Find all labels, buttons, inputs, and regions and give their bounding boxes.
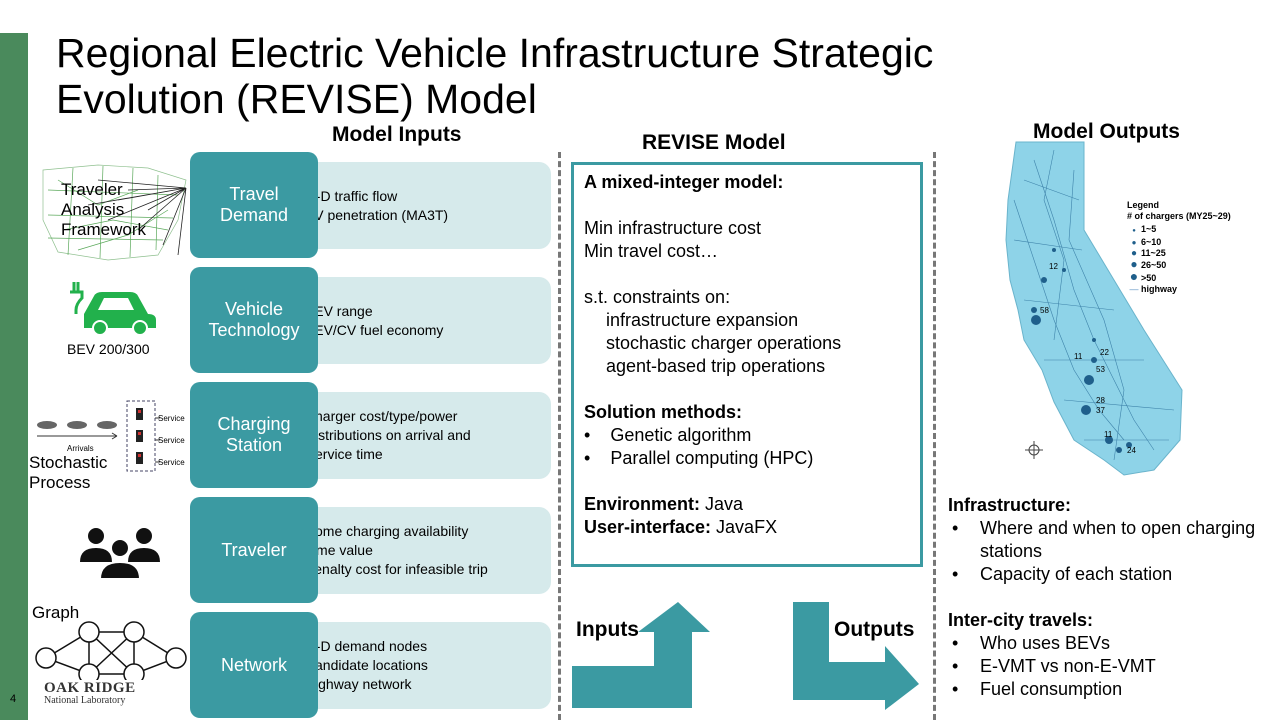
- bev-label: BEV 200/300: [67, 341, 150, 357]
- model-box: A mixed-integer model: Min infrastructur…: [571, 162, 923, 567]
- detail-item: •Charger cost/type/power: [300, 408, 458, 424]
- detail-item: •Time value: [300, 542, 373, 558]
- slide-title: Regional Electric Vehicle Infrastructure…: [56, 30, 1256, 122]
- map-legend: Legend # of chargers (MY25~29) ●1~5 ●6~1…: [1127, 200, 1231, 295]
- map-label: 28: [1096, 396, 1105, 405]
- constraint-3: agent-based trip operations: [606, 356, 826, 376]
- detail-item-cont: service time: [308, 446, 383, 462]
- solution-header: Solution methods:: [584, 402, 742, 422]
- objective-2: Min travel cost…: [584, 241, 719, 261]
- outputs-arrow-label: Outputs: [834, 618, 915, 641]
- inputs-header: Model Inputs: [332, 123, 462, 146]
- output-item: Capacity of each station: [948, 563, 1268, 586]
- title-line-1: Regional Electric Vehicle Infrastructure…: [56, 30, 934, 76]
- input-box-charging-station: Charging Station: [190, 382, 318, 488]
- detail-item: •Distributions on arrival and: [300, 427, 471, 443]
- map-label: 58: [1040, 306, 1049, 315]
- constraints-header: s.t. constraints on:: [584, 287, 731, 307]
- stochastic-label: Stochastic Process: [29, 453, 108, 492]
- detail-item: •Highway network: [300, 676, 412, 692]
- divider-right: [933, 152, 936, 720]
- divider-left: [558, 152, 561, 720]
- legend-title: Legend: [1127, 200, 1160, 210]
- detail-charging-station: •Charger cost/type/power •Distributions …: [300, 392, 551, 479]
- graph-network-icon: [35, 621, 187, 680]
- legend-entry: ●>50: [1129, 268, 1157, 284]
- service-label-1: Service: [158, 414, 185, 423]
- detail-item: •Candidate locations: [300, 657, 428, 673]
- detail-vehicle-technology: •BEV range •BEV/CV fuel economy: [300, 277, 551, 364]
- page-number: 4: [10, 693, 17, 705]
- title-line-2: Evolution (REVISE) Model: [56, 76, 537, 122]
- electric-car-icon: [70, 282, 156, 336]
- slide-sidebar: [0, 33, 28, 720]
- service-label-2: Service: [158, 436, 185, 445]
- legend-entry: ●1~5: [1132, 224, 1157, 234]
- legend-entry: ●26~50: [1130, 257, 1167, 271]
- legend-entry: ●11~25: [1130, 248, 1166, 259]
- intercity-outputs: Inter-city travels: Who uses BEVs E-VMT …: [948, 609, 1268, 701]
- inputs-arrow: [572, 602, 710, 708]
- solution-item: • Genetic algorithm: [584, 425, 752, 445]
- detail-item: •Penalty cost for infeasible trip: [300, 561, 488, 577]
- intercity-header: Inter-city travels:: [948, 610, 1094, 630]
- detail-item: •O-D traffic flow: [300, 187, 398, 204]
- detail-item: •EV penetration (MA3T): [300, 206, 449, 223]
- output-item: Who uses BEVs: [948, 632, 1268, 655]
- input-box-network: Network: [190, 612, 318, 718]
- map-label: 53: [1096, 365, 1105, 374]
- detail-traveler: •Home charging availability •Time value …: [300, 507, 551, 594]
- graph-label: Graph: [32, 603, 80, 622]
- detail-network: •O-D demand nodes •Candidate locations •…: [300, 622, 551, 709]
- output-item: E-VMT vs non-E-VMT: [948, 655, 1268, 678]
- traveler-analysis-label: Traveler Analysis Framework: [61, 180, 147, 239]
- model-header: REVISE Model: [642, 131, 786, 154]
- people-icon: [80, 528, 160, 580]
- arrivals-label: Arrivals: [67, 444, 94, 453]
- queue-diagram-icon: [37, 400, 160, 472]
- infrastructure-header: Infrastructure:: [948, 495, 1072, 515]
- detail-item: •BEV/CV fuel economy: [300, 321, 444, 338]
- inputs-arrow-label: Inputs: [576, 618, 639, 641]
- outputs-header: Model Outputs: [1033, 120, 1180, 143]
- detail-item: •BEV range: [300, 302, 373, 319]
- constraint-1: infrastructure expansion: [606, 310, 799, 330]
- map-label: 12: [1049, 262, 1058, 271]
- ornl-logo: OAK RIDGE National Laboratory: [44, 680, 136, 706]
- service-label-3: Service: [158, 458, 185, 467]
- legend-subtitle: # of chargers (MY25~29): [1127, 211, 1231, 221]
- map-label: 11: [1104, 430, 1113, 439]
- infrastructure-outputs: Infrastructure: Where and when to open c…: [948, 494, 1268, 586]
- model-type: A mixed-integer model:: [584, 172, 784, 192]
- california-map: [1005, 141, 1183, 476]
- output-item: Fuel consumption: [948, 678, 1268, 701]
- outputs-arrow: [793, 602, 919, 710]
- user-interface: User-interface: JavaFX: [584, 517, 778, 537]
- legend-entry: —highway: [1129, 284, 1178, 294]
- map-label: 37: [1096, 406, 1105, 415]
- detail-travel-demand: •O-D traffic flow •EV penetration (MA3T): [300, 162, 551, 249]
- input-box-travel-demand: Travel Demand: [190, 152, 318, 258]
- map-label: 24: [1127, 446, 1136, 455]
- constraint-2: stochastic charger operations: [606, 333, 842, 353]
- map-label: 22: [1100, 348, 1109, 357]
- input-box-traveler: Traveler: [190, 497, 318, 603]
- detail-item: •Home charging availability: [300, 523, 469, 539]
- output-item: Where and when to open charging stations: [948, 517, 1268, 563]
- solution-item: • Parallel computing (HPC): [584, 448, 814, 468]
- input-box-vehicle-technology: Vehicle Technology: [190, 267, 318, 373]
- environment: Environment: Java: [584, 494, 744, 514]
- detail-item: •O-D demand nodes: [300, 638, 428, 654]
- legend-entry: ●6~10: [1131, 237, 1162, 247]
- objective-1: Min infrastructure cost: [584, 218, 762, 238]
- map-label: 11: [1074, 352, 1083, 361]
- us-map-icon: [42, 164, 187, 261]
